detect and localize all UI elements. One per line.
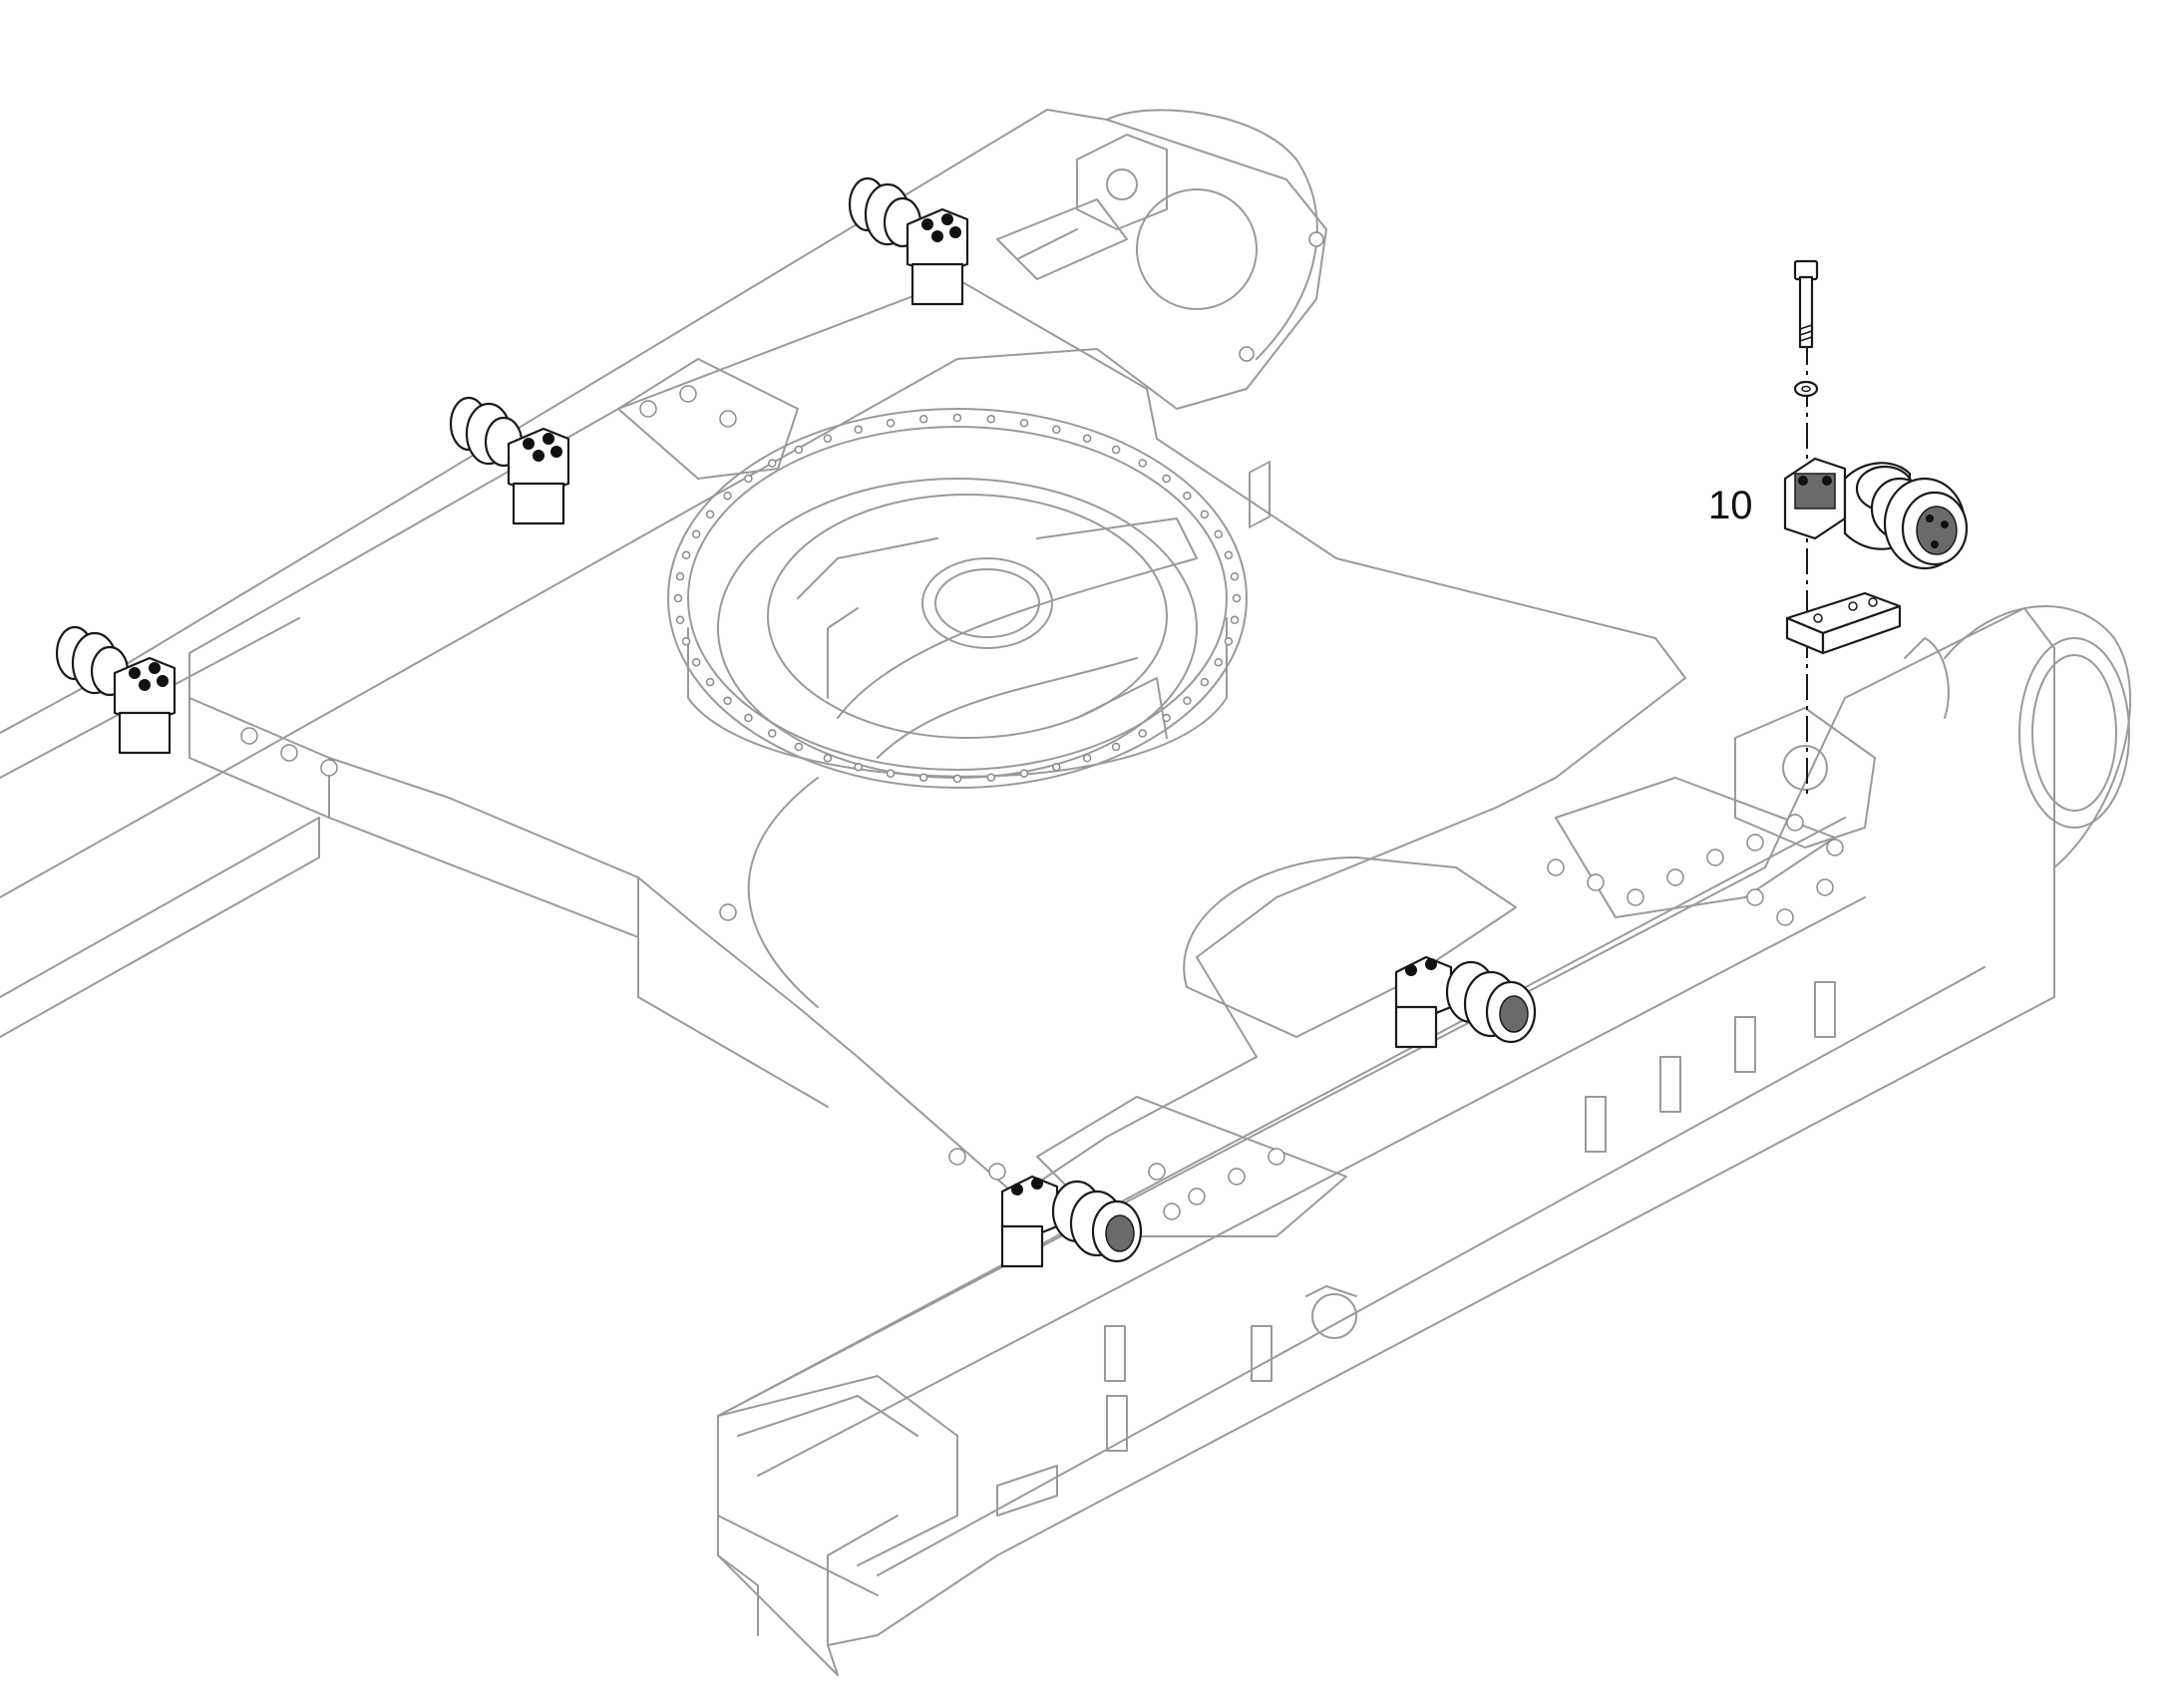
- ring-bolt-hole: [675, 615, 685, 625]
- ring-bolt-hole: [823, 434, 833, 443]
- ring-bolt-hole: [1224, 637, 1234, 646]
- ring-bolt-hole: [768, 729, 777, 738]
- ring-bolt-hole: [952, 774, 962, 784]
- ring-bolt-hole: [986, 773, 996, 782]
- ring-bolt-hole: [681, 550, 691, 559]
- undercarriage-frame: [0, 109, 2132, 1676]
- ring-bolt-hole: [1019, 769, 1029, 778]
- ring-bolt-hole: [1200, 510, 1210, 519]
- ring-bolt-hole: [1162, 713, 1171, 723]
- ring-bolt-hole: [986, 415, 996, 424]
- carrier-roller-icon: [1783, 457, 1969, 570]
- ring-bolt-hole: [1183, 696, 1192, 706]
- carrier-roller-icon: [449, 396, 570, 525]
- bolt-icon: [1793, 259, 1819, 349]
- frame-bolt-holes: [240, 385, 1844, 1220]
- ring-bolt-hole: [723, 491, 732, 501]
- ring-bolt-hole: [823, 754, 833, 763]
- ring-bolt-holes: [673, 413, 1242, 784]
- ring-bolt-hole: [1138, 729, 1147, 738]
- ring-bolt-hole: [886, 769, 896, 778]
- ring-bolt-hole: [691, 657, 701, 667]
- ring-bolt-hole: [1230, 571, 1240, 581]
- ring-bolt-hole: [705, 510, 715, 519]
- ring-bolt-hole: [1214, 529, 1224, 539]
- ring-bolt-hole: [744, 713, 753, 723]
- exploded-part-stack: 10: [1708, 259, 1969, 798]
- ring-bolt-hole: [1052, 762, 1061, 772]
- ring-bolt-hole: [1200, 677, 1210, 687]
- ring-bolt-hole: [1183, 491, 1192, 501]
- ring-bolt-hole: [768, 459, 777, 468]
- ring-bolt-hole: [1111, 742, 1121, 752]
- ring-bolt-hole: [1082, 754, 1092, 763]
- ring-bolt-hole: [918, 415, 928, 424]
- washer-icon: [1793, 380, 1819, 398]
- ring-bolt-hole: [1214, 657, 1224, 667]
- ring-bolt-hole: [723, 696, 732, 706]
- ring-bolt-hole: [854, 425, 863, 435]
- ring-bolt-hole: [1052, 425, 1061, 435]
- ring-bolt-hole: [1230, 615, 1240, 625]
- carrier-roller-icon: [1394, 955, 1537, 1049]
- carrier-roller-icon: [55, 625, 177, 755]
- installed-carrier-rollers: [55, 176, 1537, 1268]
- ring-bolt-hole: [1224, 550, 1234, 559]
- ring-bolt-hole: [1082, 434, 1092, 443]
- ring-bolt-hole: [681, 637, 691, 646]
- ring-bolt-hole: [794, 445, 804, 455]
- ring-bolt-hole: [1111, 445, 1121, 455]
- ring-bolt-hole: [794, 742, 804, 752]
- ring-bolt-hole: [952, 413, 962, 423]
- carrier-roller-icon: [848, 176, 969, 306]
- ring-bolt-hole: [691, 529, 701, 539]
- ring-bolt-hole: [918, 773, 928, 782]
- ring-bolt-hole: [886, 419, 896, 428]
- ring-bolt-hole: [744, 474, 753, 484]
- ring-bolt-hole: [1138, 459, 1147, 468]
- spacer-plate-icon: [1785, 591, 1902, 655]
- ring-bolt-hole: [1232, 593, 1242, 603]
- callout-label-10: 10: [1708, 484, 1753, 527]
- ring-bolt-hole: [1162, 474, 1171, 484]
- carrier-roller-icon: [1000, 1175, 1143, 1268]
- ring-bolt-hole: [705, 677, 715, 687]
- ring-bolt-hole: [854, 762, 863, 772]
- ring-bolt-hole: [675, 571, 685, 581]
- ring-bolt-hole: [673, 593, 683, 603]
- ring-bolt-hole: [1019, 419, 1029, 428]
